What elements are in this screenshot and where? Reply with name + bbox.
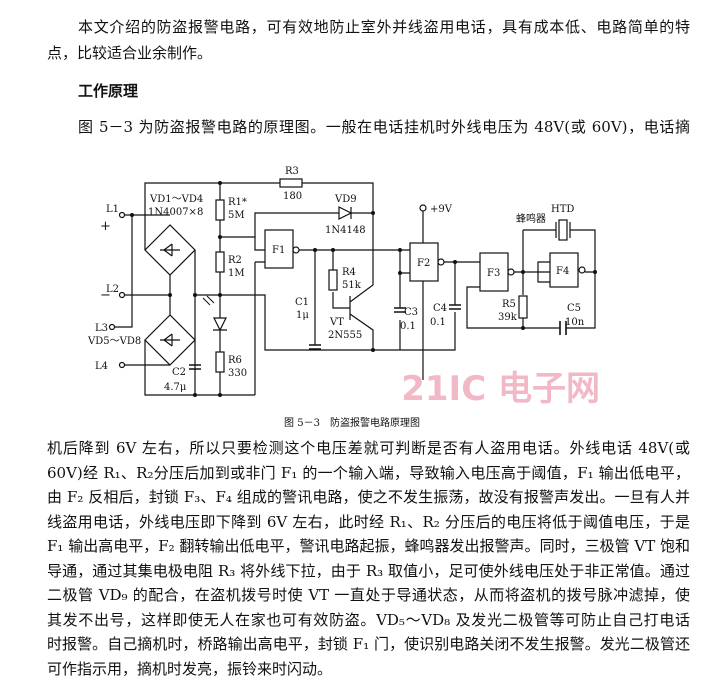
label-f4: F4 [556, 266, 569, 277]
bridge-rectifier-1 [144, 224, 196, 276]
intro-line-2: 点，比较适合业余制作。 [47, 44, 213, 62]
label-r2-value: 1M [228, 268, 245, 279]
label-r3: R3 [285, 166, 299, 177]
section-heading: 工作原理 [78, 82, 139, 100]
body-line-9: 时报警。自己摘机时，桥路输出高电平，封锁 F₁ 门，使识别电路关闭不发生报警。发… [47, 635, 690, 653]
label-c1-value: 1μ [296, 310, 309, 321]
label-c2: C2 [172, 367, 186, 378]
label-vt-value: 2N555 [328, 330, 362, 341]
label-c4: C4 [433, 303, 447, 314]
gate-f4 [549, 252, 579, 288]
label-l1: L1 [106, 204, 119, 215]
label-minus: − [100, 288, 111, 303]
body-line-4: 线盗用电话，外线电压即下降到 6V 左右，此时经 R₁、R₂ 分压后的电压将低于… [47, 513, 690, 531]
watermark: 21IC 电子网 [401, 369, 600, 409]
label-r1-value: 5M [228, 210, 245, 221]
label-l2: L2 [106, 284, 119, 295]
capacitor-c4 [449, 304, 461, 310]
label-vd-part: 1N4007×8 [148, 207, 203, 218]
label-c3: C3 [404, 307, 418, 318]
label-vd5-vd8: VD5～VD8 [87, 336, 141, 347]
label-vt: VT [329, 317, 344, 328]
label-vd1-vd4: VD1～VD4 [149, 194, 203, 205]
resistor-r5 [518, 295, 528, 319]
transistor-vt [349, 213, 374, 350]
label-r4-value: 51k [342, 280, 362, 291]
label-r6-value: 330 [228, 368, 247, 379]
resistor-r6 [215, 351, 225, 373]
body-line-7: 二极管 VD₉ 的配合，在盗机拨号时使 VT 一直处于导通状态，从而将盗机的拨号… [47, 586, 690, 604]
label-c5-value: 10n [565, 317, 585, 328]
label-vd9-value: 1N4148 [325, 225, 366, 236]
resistor-r1 [215, 199, 225, 221]
resistor-r3 [279, 178, 303, 188]
figure-caption: 图 5－3 防盗报警电路原理图 [284, 418, 420, 429]
label-l3: L3 [95, 323, 108, 334]
label-c5: C5 [567, 303, 581, 314]
buzzer-htd [555, 219, 571, 241]
label-f2: F2 [417, 258, 430, 269]
bridge-rectifier-2 [144, 314, 196, 366]
capacitor-c3 [394, 307, 406, 313]
circuit-diagram: 21IC 电子网 [87, 166, 600, 409]
resistor-r4 [328, 269, 338, 291]
led-icon [202, 295, 227, 332]
label-r4: R4 [342, 267, 356, 278]
label-vcc: +9V [430, 204, 453, 215]
diode-vd9 [338, 206, 353, 220]
label-r5-value: 39k [498, 312, 518, 323]
body-line-8: 其发不出号，这样即使无人在家也可有效防盗。VD₅～VD₈ 及发光二极管等可防止自… [47, 611, 690, 629]
para2-line-1: 图 5－3 为防盗报警电路的原理图。一般在电话挂机时外线电压为 48V(或 60… [78, 118, 690, 136]
resistor-r2 [215, 251, 225, 273]
body-line-6: 导通，通过其集电极电阻 R₃ 将外线下拉，由于 R₃ 取值小，足可使外线电压处于… [47, 562, 690, 580]
label-r3-value: 180 [283, 191, 302, 202]
body-line-2: 60V)经 R₁、R₂分压后加到或非门 F₁ 的一个输入端，导致输入电压高于阈值… [47, 464, 690, 482]
capacitor-c5 [559, 321, 567, 335]
label-l4: L4 [95, 361, 108, 372]
label-f1: F1 [272, 245, 285, 256]
label-r1: R1* [228, 197, 247, 208]
input-terminals [108, 211, 170, 369]
label-r2: R2 [228, 255, 242, 266]
label-vd9: VD9 [334, 194, 357, 205]
body-line-3: 由 F₂ 反相后，封锁 F₃、F₄ 组成的警讯电路，使之不发生振荡，故没有报警声… [47, 488, 690, 506]
label-c3-value: 0.1 [400, 321, 416, 332]
body-line-5: F₁ 输出高电平，F₂ 翻转输出低电平，警讯电路起振，蜂鸣器发出报警声。同时，三… [47, 537, 690, 555]
intro-line-1: 本文介绍的防盗报警电路，可有效地防止室外并线盗用电话，具有成本低、电路简单的特 [78, 18, 690, 36]
label-c4-value: 0.1 [430, 317, 446, 328]
label-plus: + [100, 219, 111, 234]
body-line-10: 可作指示用，摘机时发亮，振铃来时闪动。 [47, 660, 333, 678]
gate-f1 [264, 229, 294, 269]
vcc-terminal [419, 204, 427, 212]
label-r6: R6 [228, 355, 242, 366]
body-line-1: 机后降到 6V 左右，所以只要检测这个电压差就可判断是否有人盗用电话。外线电话 … [47, 439, 690, 457]
label-buzzer: 蜂鸣器 [516, 212, 546, 225]
label-c2-value: 4.7μ [164, 382, 187, 393]
label-f3: F3 [487, 268, 500, 279]
label-r5: R5 [502, 299, 516, 310]
capacitor-c1 [309, 344, 321, 350]
label-c1: C1 [295, 297, 309, 308]
label-htd: HTD [551, 204, 574, 215]
